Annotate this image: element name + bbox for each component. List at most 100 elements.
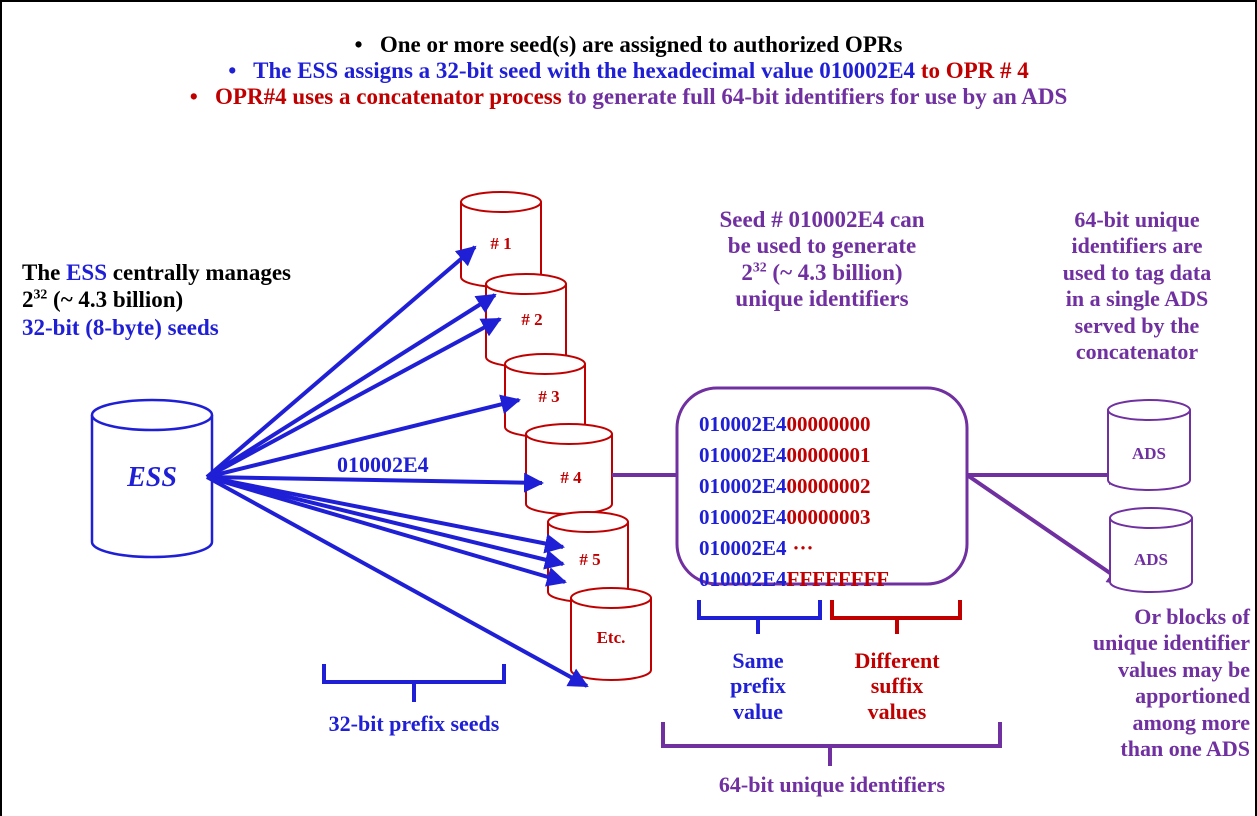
identifier-prefix: 010002E4 [699, 474, 787, 498]
blocks-caption: Or blocks of unique identifier values ma… [1017, 604, 1250, 762]
right-caption-line: 64-bit unique [1074, 207, 1200, 232]
seed-caption-exponent: 32 [752, 259, 767, 275]
arrow-to-ads-2 [965, 473, 1128, 586]
seed-arrow-label: 010002E4 [337, 452, 429, 477]
opr-etc-database-icon [570, 587, 652, 681]
blocks-caption-line: than one ADS [1120, 735, 1250, 761]
identifier-suffix: ··· [792, 536, 814, 560]
arrow-to-opr-2a [206, 317, 502, 479]
opr-4-label: # 4 [560, 468, 582, 487]
header-text-2a: The ESS assigns a 32-bit seed with the h… [253, 58, 916, 83]
identifier-row: 010002E400000001 [699, 443, 871, 468]
header-line-1: • One or more seed(s) are assigned to au… [2, 32, 1255, 58]
right-caption: 64-bit unique identifiers are used to ta… [1017, 207, 1255, 365]
right-caption-line: used to tag data [1062, 259, 1212, 285]
opr-1-database-icon [460, 191, 542, 288]
opr-3-label: # 3 [538, 387, 560, 406]
identifier-suffix: 00000000 [786, 412, 871, 436]
identifier-prefix: 010002E4 [699, 505, 787, 529]
arrow-to-opr-etc [206, 475, 589, 688]
different-suffix-label: Different suffix values [832, 648, 962, 724]
arrow-to-opr-1 [205, 245, 477, 479]
identifier-row: 010002E400000003 [699, 505, 871, 530]
same-prefix-line: Same [732, 648, 784, 673]
right-caption-line: identifiers are [1071, 233, 1203, 259]
opr-etc-label: Etc. [596, 628, 626, 647]
header-line-2: • The ESS assigns a 32-bit seed with the… [2, 58, 1255, 84]
ess-database-icon [90, 398, 214, 559]
ess-caption-line-3: 32-bit (8-byte) seeds [22, 315, 219, 340]
ess-caption-base: 2 [22, 287, 34, 312]
identifier-prefix: 010002E4 [699, 536, 787, 560]
ess-caption-text: The [22, 260, 67, 285]
header-text-1: One or more seed(s) are assigned to auth… [379, 32, 903, 57]
seed-caption: Seed # 010002E4 can be used to generate … [662, 207, 982, 313]
seed-caption-base: 2 [741, 259, 753, 285]
ess-db-label: ESS [127, 462, 177, 493]
ads-2-label: ADS [1133, 550, 1168, 569]
identifier-prefix: 010002E4 [699, 412, 787, 436]
same-prefix-label: Same prefix value [708, 648, 808, 724]
ess-caption-rest: (~ 4.3 billion) [47, 287, 184, 312]
opr-5-label: # 5 [579, 550, 601, 569]
identifier-row: 010002E400000000 [699, 412, 871, 437]
arrow-to-opr-5b [206, 475, 565, 570]
unique-identifiers-label: 64-bit unique identifiers [718, 772, 946, 797]
seed-caption-line: be used to generate [727, 233, 917, 259]
ess-caption-line-1: The ESS centrally manages [22, 260, 291, 286]
seed-distribution-arrows [205, 245, 589, 688]
different-suffix-line: suffix [870, 673, 924, 699]
ads-1-label: ADS [1131, 444, 1166, 463]
blocks-caption-line: Or blocks of [1134, 604, 1250, 629]
same-prefix-brace [697, 600, 822, 634]
ads-2-database-icon [1109, 507, 1193, 593]
blocks-caption-line: among more [1132, 709, 1250, 735]
right-caption-line: served by the [1074, 312, 1200, 338]
bullet: • [228, 58, 237, 83]
bullet: • [354, 32, 363, 57]
identifier-suffix: 00000002 [786, 474, 871, 498]
blocks-caption-line: unique identifier [1092, 630, 1250, 656]
arrow-to-opr-2b [205, 293, 497, 479]
identifier-prefix: 010002E4 [699, 443, 787, 467]
right-caption-line: in a single ADS [1065, 286, 1209, 312]
unique-identifiers-brace [661, 722, 1002, 766]
seed-caption-rest: (~ 4.3 billion) [766, 259, 903, 285]
identifier-row: 010002E400000002 [699, 474, 871, 499]
different-suffix-brace [830, 600, 962, 634]
seed-caption-line: Seed # 010002E4 can [719, 207, 925, 232]
ess-caption-ess: ESS [66, 260, 108, 285]
ads-1-database-icon [1107, 399, 1191, 491]
right-caption-line: concatenator [1075, 338, 1199, 364]
identifier-row: 010002E4··· [699, 536, 814, 561]
identifier-row: 010002E4FFFFFFFF [699, 567, 889, 592]
identifier-suffix: 00000003 [786, 505, 871, 529]
header-text-3b: to generate full 64-bit identifiers for … [561, 84, 1068, 109]
ess-caption-text: centrally manages [107, 260, 291, 285]
arrow-to-opr-4 [206, 472, 544, 493]
opr-1-label: # 1 [490, 234, 512, 253]
identifier-suffix: FFFFFFFF [786, 567, 890, 591]
ess-caption-exponent: 32 [33, 286, 48, 302]
arrow-to-opr-5c [206, 475, 567, 587]
identifier-box [675, 386, 969, 586]
blocks-caption-line: values may be [1118, 656, 1250, 682]
header-line-3: • OPR#4 uses a concatenator process to g… [2, 84, 1255, 110]
prefix-seeds-label: 32-bit prefix seeds [328, 711, 500, 736]
ess-caption-line-2: 232 (~ 4.3 billion) [22, 287, 183, 313]
arrow-to-opr-5a [206, 475, 565, 554]
header-text-2b: to OPR # 4 [915, 58, 1029, 83]
bullet: • [189, 84, 198, 109]
different-suffix-line: values [867, 698, 927, 724]
opr-3-database-icon [504, 353, 586, 438]
identifier-suffix: 00000001 [786, 443, 871, 467]
identifier-prefix: 010002E4 [699, 567, 787, 591]
same-prefix-line: prefix [730, 673, 786, 699]
seed-caption-line: unique identifiers [735, 286, 909, 312]
different-suffix-line: Different [854, 648, 940, 673]
prefix-seeds-brace [322, 664, 506, 702]
opr-2-label: # 2 [521, 310, 543, 329]
header-text-3a: OPR#4 uses a concatenator process [215, 84, 562, 109]
